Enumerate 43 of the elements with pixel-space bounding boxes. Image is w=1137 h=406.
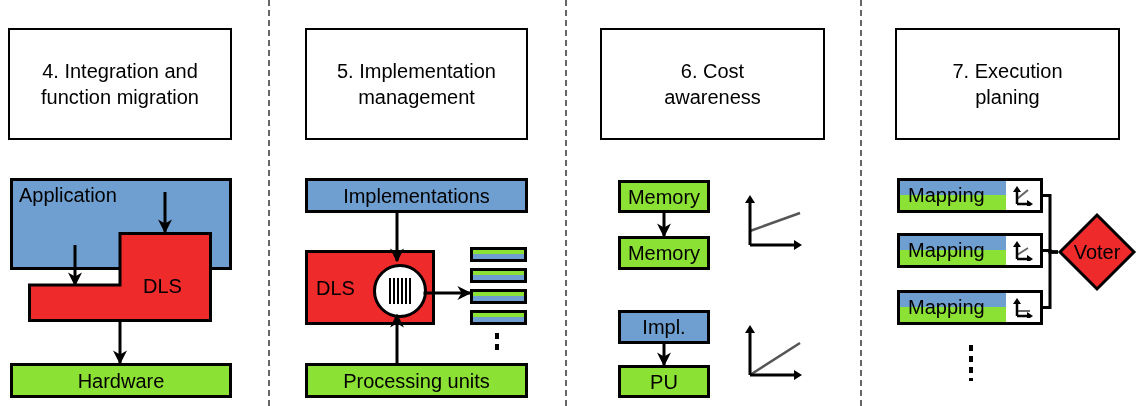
scheduler-circle: [373, 264, 427, 318]
queue-bar: [470, 310, 527, 325]
title-box: [8, 28, 232, 140]
box-label: PU: [650, 370, 678, 393]
arrow: [68, 245, 82, 287]
title-box: [305, 28, 528, 140]
box-label: DLS: [143, 276, 182, 296]
box-label: Memory: [627, 185, 701, 208]
queue-bar: [470, 289, 527, 304]
process-box: [618, 310, 710, 344]
arrow: [390, 313, 404, 363]
box-label: Voter: [1073, 241, 1121, 263]
arrow: [113, 322, 127, 365]
box-label: 7. Execution planing: [951, 59, 1064, 110]
box-label: Hardware: [77, 369, 165, 392]
process-box: [618, 180, 710, 213]
box-label: Implementations: [343, 184, 490, 207]
queue-bar: [470, 268, 527, 283]
process-box: [305, 178, 528, 213]
dls-block: [28, 232, 212, 322]
box-label: Memory: [627, 242, 701, 264]
arrow: [657, 213, 671, 238]
dls-box: [305, 250, 435, 325]
voter-diamond: [1058, 213, 1136, 291]
box-label: DLS: [316, 276, 355, 299]
title-box: [895, 28, 1120, 140]
title-box: [600, 28, 825, 140]
arrow: [657, 344, 671, 367]
box-label: Application: [19, 184, 117, 206]
process-box: [618, 365, 710, 398]
process-box: [10, 363, 232, 398]
box-label: 6. Cost awareness: [663, 59, 762, 110]
queue-bar: [470, 247, 527, 262]
process-box: [305, 363, 528, 398]
box-label: Processing units: [343, 369, 490, 392]
arrow: [390, 213, 404, 263]
box-label: 5. Implementation management: [336, 59, 497, 110]
connector-line: [1043, 250, 1058, 309]
process-box: [618, 236, 710, 270]
box-label: Impl.: [642, 316, 686, 338]
arrow: [158, 192, 172, 234]
box-label: 4. Integration and function migration: [40, 59, 200, 110]
arrow: [423, 286, 472, 300]
